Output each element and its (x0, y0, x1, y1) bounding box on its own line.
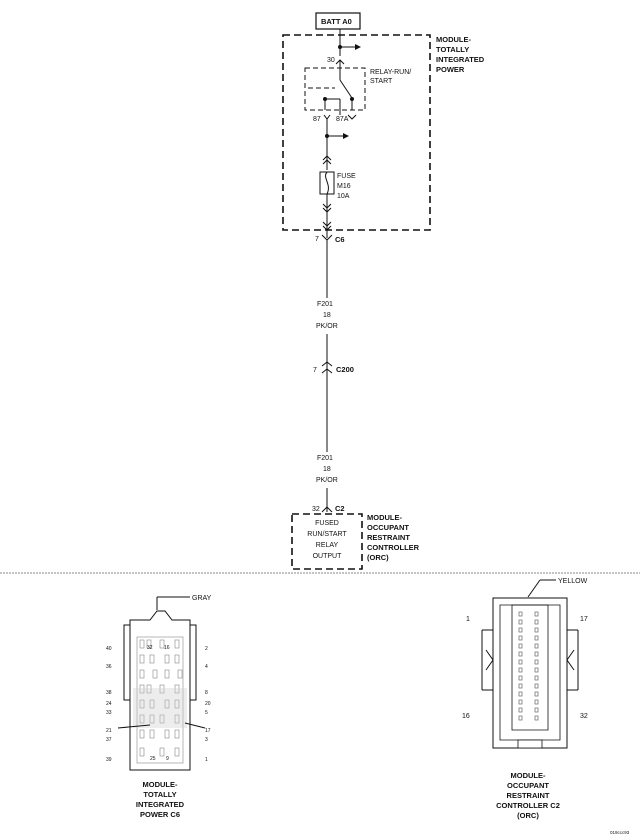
svg-text:RELAY: RELAY (316, 542, 339, 549)
orc-module-box (291, 513, 363, 570)
svg-text:CONTROLLER C2: CONTROLLER C2 (496, 801, 560, 810)
c2-pin-32: 32 (580, 713, 588, 720)
c6-connector-label: C6 (335, 235, 345, 244)
c2-pin-label: 32 (312, 506, 320, 513)
batt-box: BATT A0 (315, 12, 361, 30)
connector-c6-view: GRAY 40 36 38 24 33 21 37 39 (106, 595, 212, 771)
svg-text:RESTRAINT: RESTRAINT (507, 791, 550, 800)
svg-text:PK/OR: PK/OR (316, 323, 338, 330)
c6-bottom-pins: 25 9 (150, 756, 169, 762)
svg-text:F201: F201 (317, 301, 333, 308)
orc-module-label: MODULE- OCCUPANT RESTRAINT CONTROLLER (O… (367, 513, 420, 562)
svg-text:MODULE-: MODULE- (143, 780, 178, 789)
c200-connector-icon (321, 361, 333, 374)
svg-text:20: 20 (205, 701, 211, 707)
svg-text:37: 37 (106, 737, 112, 743)
svg-text:16: 16 (164, 645, 170, 651)
svg-text:OCCUPANT: OCCUPANT (507, 781, 549, 790)
tipm-label: MODULE- TOTALLY INTEGRATED POWER (436, 35, 485, 74)
c2-caption: MODULE- OCCUPANT RESTRAINT CONTROLLER C2… (496, 771, 560, 820)
svg-text:3: 3 (205, 737, 208, 743)
svg-text:INTEGRATED: INTEGRATED (136, 800, 185, 809)
svg-text:FUSE: FUSE (337, 173, 356, 180)
c200-connector-label: C200 (336, 365, 354, 374)
svg-text:21: 21 (106, 728, 112, 734)
svg-text:RUN/START: RUN/START (307, 531, 347, 538)
tipm-module-box (282, 34, 431, 231)
svg-text:(ORC): (ORC) (517, 811, 539, 820)
c2-color-label: YELLOW (558, 578, 588, 585)
orc-box-text: FUSED RUN/START RELAY OUTPUT (307, 520, 347, 560)
figure-id: 019ccc93 (610, 830, 630, 835)
svg-text:CONTROLLER: CONTROLLER (367, 543, 420, 552)
svg-text:1: 1 (205, 757, 208, 763)
svg-text:TOTALLY: TOTALLY (436, 45, 469, 54)
svg-text:OCCUPANT: OCCUPANT (367, 523, 409, 532)
c6-caption: MODULE- TOTALLY INTEGRATED POWER C6 (136, 780, 185, 819)
svg-text:MODULE-: MODULE- (436, 35, 471, 44)
svg-text:24: 24 (106, 701, 112, 707)
svg-text:33: 33 (106, 710, 112, 716)
svg-text:38: 38 (106, 690, 112, 696)
fuse-label: FUSE M16 10A (337, 173, 356, 200)
c6-left-pins: 40 36 38 24 33 21 37 39 (106, 646, 112, 763)
svg-text:PK/OR: PK/OR (316, 477, 338, 484)
svg-text:10A: 10A (337, 193, 350, 200)
fuse-bottom-terminal-icon (322, 203, 332, 213)
wire-upper-label: F201 18 PK/OR (316, 301, 338, 330)
c6-color-label: GRAY (192, 595, 212, 602)
batt-label: BATT A0 (321, 17, 352, 26)
svg-text:POWER: POWER (436, 65, 465, 74)
svg-text:36: 36 (106, 664, 112, 670)
c2-pin-16: 16 (462, 713, 470, 720)
svg-text:9: 9 (166, 756, 169, 762)
svg-text:F201: F201 (317, 455, 333, 462)
svg-text:32: 32 (147, 645, 153, 651)
svg-text:39: 39 (106, 757, 112, 763)
connector-c2-view: YELLOW 1 17 16 32 (462, 578, 588, 749)
svg-text:M16: M16 (337, 183, 351, 190)
pin-87a-label: 87A (336, 116, 349, 123)
svg-text:RESTRAINT: RESTRAINT (367, 533, 410, 542)
relay-switch-blade (339, 79, 353, 99)
c6-pin-label: 7 (315, 236, 319, 243)
svg-text:17: 17 (205, 728, 211, 734)
svg-text:5: 5 (205, 710, 208, 716)
pin-30-label: 30 (327, 57, 335, 64)
svg-text:OUTPUT: OUTPUT (313, 553, 343, 560)
svg-text:18: 18 (323, 312, 331, 319)
svg-text:2: 2 (205, 646, 208, 652)
svg-text:TOTALLY: TOTALLY (143, 790, 176, 799)
svg-text:(ORC): (ORC) (367, 553, 389, 562)
svg-text:4: 4 (205, 664, 208, 670)
svg-text:MODULE-: MODULE- (367, 513, 402, 522)
svg-text:8: 8 (205, 690, 208, 696)
c2-terminal-icon (321, 506, 333, 513)
c6-top-pins: 32 16 (147, 645, 170, 651)
relay-label: RELAY-RUN/ START (370, 69, 411, 85)
svg-text:INTEGRATED: INTEGRATED (436, 55, 485, 64)
pin-87-terminal-icon (323, 114, 331, 120)
svg-text:40: 40 (106, 646, 112, 652)
c200-pin-label: 7 (313, 367, 317, 374)
fuse-top-terminal-icon (322, 155, 332, 165)
relay-box (304, 67, 366, 111)
svg-text:25: 25 (150, 756, 156, 762)
svg-text:MODULE-: MODULE- (511, 771, 546, 780)
c2-pin-1: 1 (466, 616, 470, 623)
svg-text:RELAY-RUN/: RELAY-RUN/ (370, 69, 411, 76)
svg-text:START: START (370, 78, 393, 85)
svg-text:18: 18 (323, 466, 331, 473)
c2-pin-17: 17 (580, 616, 588, 623)
svg-text:POWER C6: POWER C6 (140, 810, 180, 819)
c2-connector-label: C2 (335, 504, 345, 513)
svg-text:FUSED: FUSED (315, 520, 339, 527)
pin-87-label: 87 (313, 116, 321, 123)
c6-right-pins: 2 4 8 20 5 17 3 1 (205, 646, 211, 763)
pin-87a-terminal-icon (347, 114, 357, 120)
wire-lower-label: F201 18 PK/OR (316, 455, 338, 484)
